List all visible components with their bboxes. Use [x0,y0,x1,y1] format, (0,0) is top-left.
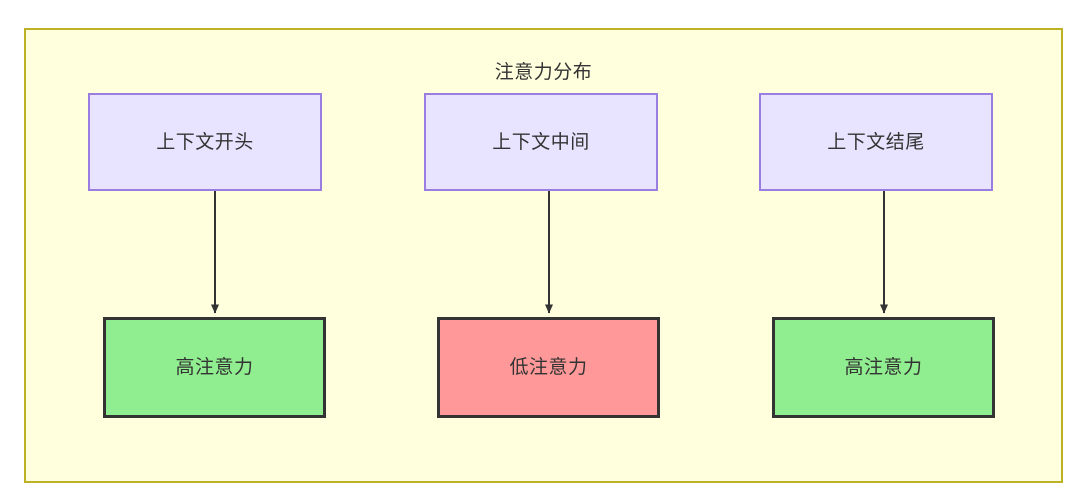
node-context-middle[interactable]: 上下文中间 [424,93,658,191]
node-high-attention-start-label: 高注意力 [175,357,254,378]
node-context-middle-label: 上下文中间 [492,131,590,153]
node-high-attention-end-label: 高注意力 [844,357,923,378]
subgraph-title: 注意力分布 [494,62,593,83]
node-context-start-label: 上下文开头 [156,131,254,153]
node-context-end[interactable]: 上下文结尾 [759,93,993,191]
node-context-end-label: 上下文结尾 [827,131,925,153]
node-low-attention-middle-label: 低注意力 [509,357,588,378]
node-context-start[interactable]: 上下文开头 [88,93,322,191]
node-low-attention-middle[interactable]: 低注意力 [437,317,660,418]
node-high-attention-end[interactable]: 高注意力 [772,317,995,418]
node-high-attention-start[interactable]: 高注意力 [103,317,326,418]
